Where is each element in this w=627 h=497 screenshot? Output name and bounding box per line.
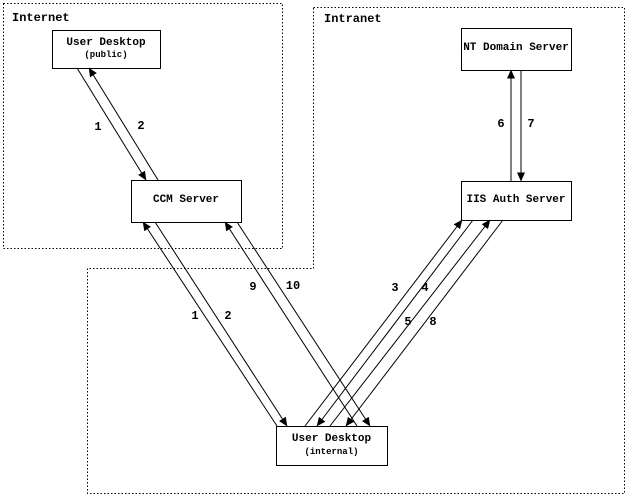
edge-label-10: 10 — [285, 279, 301, 293]
user-desktop-internal-title: User Desktop — [291, 433, 372, 445]
ccm-server-box — [131, 180, 242, 223]
intranet-zone-outline — [87, 7, 625, 494]
iis-auth-server-box — [461, 181, 572, 221]
edge-4-response-line — [316, 219, 474, 427]
nt-domain-server-title: NT Domain Server — [463, 42, 569, 55]
edge-label-2-public: 2 — [137, 119, 145, 133]
message-flow-arrows — [76, 67, 525, 427]
internet-zone-label: Internet — [12, 11, 70, 25]
edge-label-6: 6 — [497, 117, 505, 131]
edge-label-8: 8 — [429, 315, 437, 329]
edge-9-request-line — [224, 221, 358, 427]
user-desktop-internal-box — [276, 426, 388, 466]
nt-domain-server-node: NT Domain Server — [461, 28, 571, 70]
edge-2-public-response-line — [88, 67, 159, 181]
nt-domain-server-box — [461, 28, 572, 71]
user-desktop-internal-node: User Desktop (internal) — [276, 426, 387, 465]
user-desktop-public-subtitle: (public) — [84, 50, 128, 61]
ccm-server-node: CCM Server — [131, 180, 241, 222]
edge-2-internal-response-line — [154, 221, 288, 427]
device-boxes — [52, 28, 572, 466]
user-desktop-public-title: User Desktop — [66, 36, 146, 49]
user-desktop-public-box — [52, 30, 161, 69]
edge-label-7: 7 — [527, 117, 535, 131]
edge-8-response-line — [345, 219, 504, 427]
user-desktop-public-node: User Desktop (public) — [52, 30, 160, 68]
edge-10-response-line — [236, 221, 371, 427]
edge-3-request-line — [304, 219, 463, 427]
edge-1-public-request-line — [76, 67, 147, 181]
edge-label-4: 4 — [421, 281, 429, 295]
edge-label-1-internal: 1 — [191, 309, 199, 323]
edge-label-5: 5 — [404, 315, 412, 329]
user-desktop-internal-subtitle: (internal) — [304, 446, 359, 457]
edge-label-3: 3 — [391, 281, 399, 295]
ccm-server-title: CCM Server — [152, 194, 219, 207]
iis-auth-server-node: IIS Auth Server — [461, 181, 571, 220]
edge-label-1-public: 1 — [94, 120, 102, 134]
iis-auth-server-title: IIS Auth Server — [466, 193, 566, 206]
edge-label-2-internal: 2 — [224, 309, 232, 323]
edge-label-9: 9 — [249, 280, 257, 294]
intranet-zone-label: Intranet — [324, 12, 382, 26]
internet-zone-outline — [3, 3, 283, 249]
edge-5-request-line — [329, 219, 491, 427]
edge-1-internal-request-line — [142, 221, 278, 427]
